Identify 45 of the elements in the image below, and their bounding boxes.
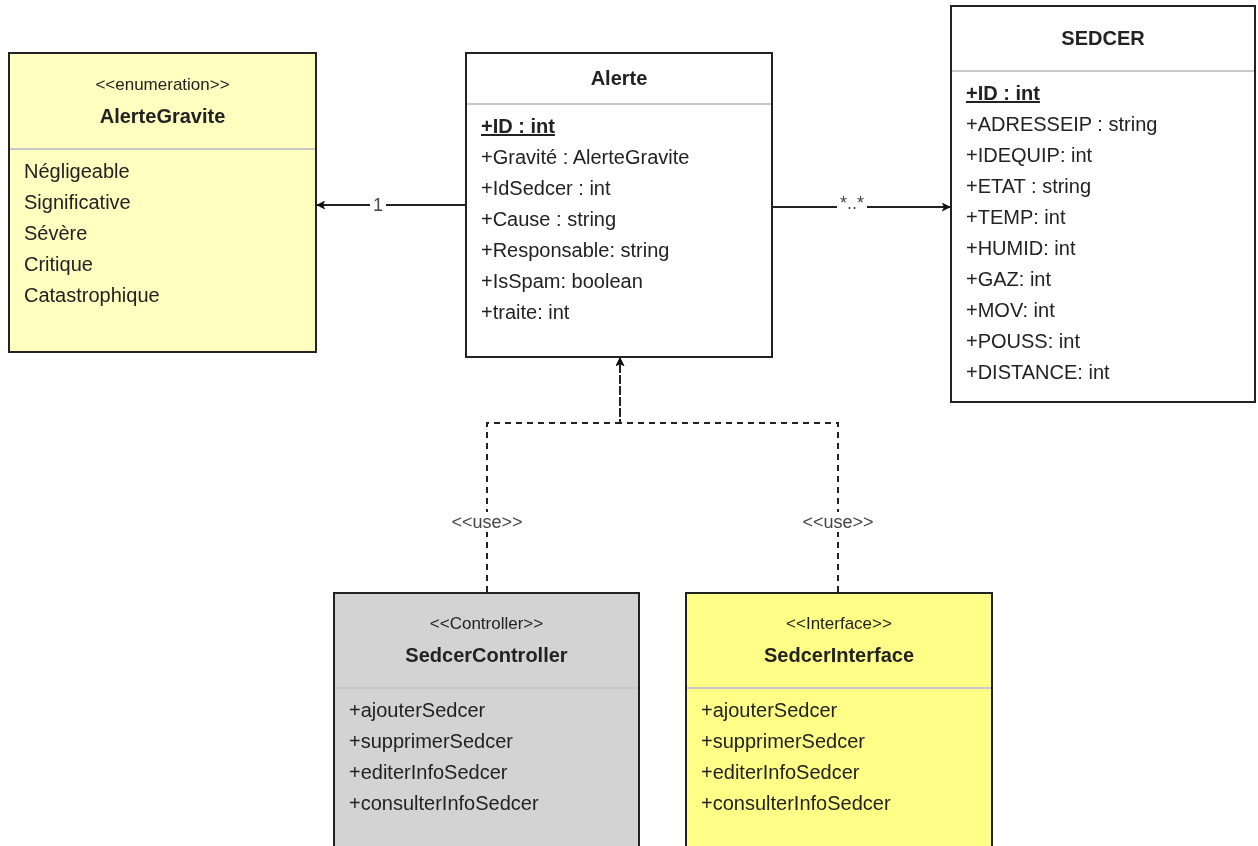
class-member: +HUMID: int — [966, 236, 1076, 261]
class-box — [333, 592, 640, 846]
enum-value: Catastrophique — [24, 283, 160, 308]
class-box — [950, 5, 1256, 403]
enum-value: Critique — [24, 252, 93, 277]
class-member: +editerInfoSedcer — [701, 760, 860, 785]
class-member: +DISTANCE: int — [966, 360, 1110, 385]
class-member: +Cause : string — [481, 207, 617, 232]
class-member: +traite: int — [481, 300, 570, 325]
association-arrow — [316, 200, 466, 210]
class-member: +editerInfoSedcer — [349, 760, 508, 785]
class-member: +MOV: int — [966, 298, 1055, 323]
class-member: +IDEQUIP: int — [966, 143, 1093, 168]
class-member: +Gravité : AlerteGravite — [481, 145, 690, 170]
class-member: +POUSS: int — [966, 329, 1080, 354]
stereotype-label: <<Controller>> — [429, 614, 544, 634]
class-name: Alerte — [590, 67, 648, 90]
class-member: +supprimerSedcer — [701, 729, 865, 754]
class-member: +ETAT : string — [966, 174, 1092, 199]
class-member: +TEMP: int — [966, 205, 1066, 230]
stereotype-label: <<Interface>> — [786, 614, 892, 634]
class-member: +ID : int — [481, 114, 555, 139]
class-member: +ajouterSedcer — [349, 698, 486, 723]
enum-value: Significative — [24, 190, 131, 215]
enum-value: Négligeable — [24, 159, 130, 184]
class-member: +ID : int — [966, 81, 1040, 106]
stereotype-label: <<enumeration>> — [95, 74, 230, 95]
dependency-arrow — [615, 357, 839, 593]
class-member: +IsSpam: boolean — [481, 269, 643, 294]
class-member: +ajouterSedcer — [701, 698, 838, 723]
class-box — [465, 52, 773, 358]
class-box — [685, 592, 993, 846]
class-member: +IdSedcer : int — [481, 176, 611, 201]
class-member: +Responsable: string — [481, 238, 670, 263]
class-member: +consulterInfoSedcer — [349, 791, 539, 816]
class-member: +ADRESSEIP : string — [966, 112, 1158, 137]
class-box — [8, 52, 317, 353]
class-member: +consulterInfoSedcer — [701, 791, 891, 816]
class-name: SEDCER — [1061, 27, 1145, 50]
enum-value: Sévère — [24, 221, 88, 246]
class-member: +GAZ: int — [966, 267, 1052, 292]
class-name: SedcerController — [405, 644, 568, 667]
class-member: +supprimerSedcer — [349, 729, 513, 754]
class-name: AlerteGravite — [99, 104, 226, 128]
class-name: SedcerInterface — [763, 644, 915, 667]
